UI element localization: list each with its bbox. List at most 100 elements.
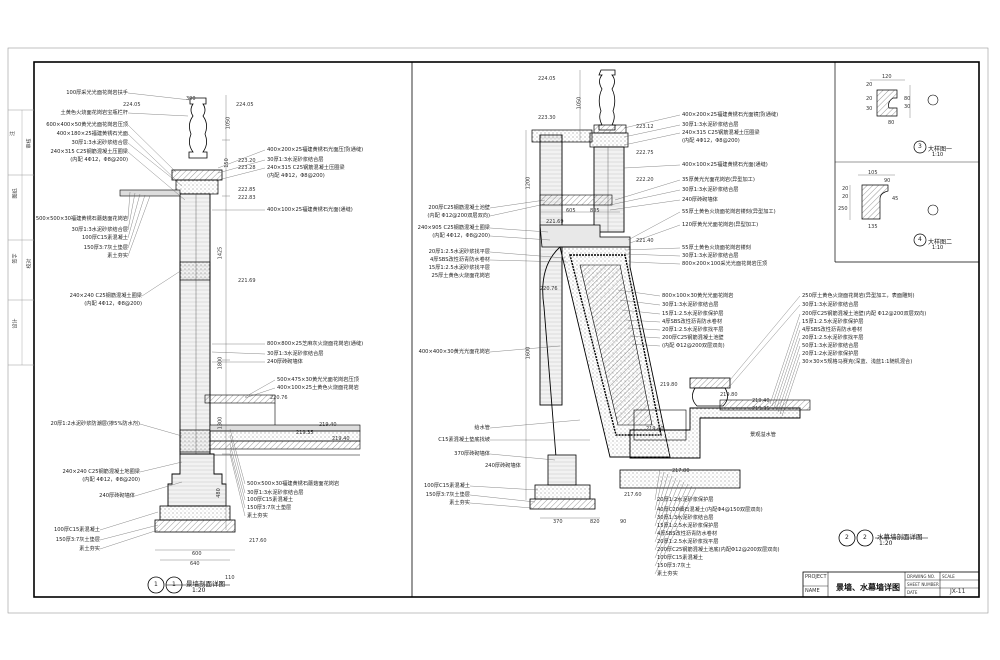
left-elevation: 219.40 [332, 436, 350, 442]
right-mid-note: (内配 4Φ12，Φ8@200) [682, 138, 740, 144]
tb-date-label: DATE [907, 590, 918, 595]
right-mid-note: 800×100×30黄光光面花岗岩 [662, 293, 734, 299]
right-mid-note: 20厚1:2.5水泥砂浆找平层 [662, 327, 724, 333]
right-right-note: 200厚C25钢筋混凝土池壁(内配 Φ12@200双层双向) [802, 311, 927, 317]
left-mid-note: (内配 4Φ12，Φ8@200) [267, 173, 325, 179]
left-dimension: 1800 [217, 356, 224, 370]
left-note: 240×315 C25钢筋混凝土压圈梁 [50, 149, 128, 155]
drain-label: 景观溢水管 [750, 432, 776, 438]
detail2-dimension: 135 [868, 224, 878, 230]
right-left-note: 给水管 [474, 425, 490, 431]
detail2-symbol: 4 [918, 236, 922, 243]
right-title-symbol [838, 529, 928, 547]
right-mid-note: 30厚1:3水泥砂浆结合层 [682, 187, 739, 193]
detail2-dimension: 20 [842, 186, 849, 192]
left-note: 600×400×50黄光光面花岗岩压顶 [46, 122, 128, 128]
left-mid-note: 30厚1:3水泥砂浆结合层 [267, 157, 324, 163]
left-dimension: 640 [190, 561, 200, 567]
right-left-note: 100厚C15素混凝土 [423, 483, 470, 489]
left-mid-note: 800×800×25芝麻灰火烧面花岗岩(通缝) [267, 341, 364, 347]
right-bottom-note: 20厚1:2.5水泥砂浆找平层 [657, 539, 719, 545]
left-note: 素土夯实 [79, 546, 100, 552]
left-mid-note: 500×475×30黄光光面花岗岩压顶 [277, 377, 359, 383]
right-dimension: 1600 [525, 346, 532, 360]
right-mid-note: 30厚1:3水泥砂浆结合层 [682, 253, 739, 259]
left-elevation: 223.20 [238, 158, 256, 164]
right-mid-note: 4厚SBS改性沥青防水卷材 [662, 319, 723, 325]
left-mid-note: 30厚1:3水泥砂浆结合层 [267, 351, 324, 357]
right-left-note: 15厚1:2.5水泥砂浆找平层 [428, 265, 490, 271]
left-note: 240厚砖砌墙体 [99, 493, 135, 499]
right-elevation: 222.75 [636, 150, 654, 156]
tb-sheet-number: JX-11 [950, 588, 966, 595]
left-mid-note: 30厚1:3水泥砂浆结合层 [247, 490, 304, 496]
detail1-scale: 1:10 [932, 152, 944, 158]
left-note: 素土夯实 [107, 253, 128, 259]
left-mid-note: 400×100×25福建黄锈石光面(通缝) [267, 207, 353, 213]
left-note: 240×240 C25钢筋混凝土圈梁 [69, 293, 142, 299]
right-mid-note: 400×200×25福建黄锈石光面镜顶(通缝) [682, 112, 779, 118]
left-note: 150厚3:7灰土垫层 [55, 537, 100, 543]
right-left-note: 20厚1:2.5水泥砂浆找平层 [428, 249, 490, 255]
right-elevation: 223.12 [636, 124, 654, 130]
detail2-dimension: 105 [868, 170, 878, 176]
margin-mark: 注 [10, 130, 17, 137]
right-mid-note: 55厚土黄色火烧面花岗岩镂刻 [682, 245, 751, 251]
right-left-note: 4厚SBS改性沥青防水卷材 [429, 257, 490, 263]
right-elevation: 221.40 [636, 238, 654, 244]
right-right-note: 50厚1:3水泥砂浆结合层 [802, 343, 859, 349]
right-elevation: 219.40 [646, 426, 664, 432]
right-dimension: 370 [553, 519, 563, 525]
right-dimension: 1200 [525, 176, 532, 190]
right-elevation: 217.80 [672, 468, 690, 474]
left-mid-note: 150厚3:7灰土垫层 [247, 505, 292, 511]
right-dimension: 1050 [576, 96, 583, 110]
left-mid-note: 400×100×25土黄色火烧面花岗岩 [277, 385, 359, 391]
left-drawing-scale: 1:20 [192, 587, 206, 594]
right-bottom-note: 20厚1:2水泥砂浆保护层 [657, 497, 714, 503]
outer-border [7, 47, 989, 614]
right-elevation: 217.60 [624, 492, 642, 498]
right-mid-note: 55厚土黄色火烧面花岗岩镂刻(异型加工) [682, 209, 776, 215]
right-mid-note: 240厚砖砌墙体 [682, 197, 718, 203]
right-bottom-note: 40厚C20细石混凝土(内配Φ4@150双层双向) [657, 507, 763, 513]
detail2-dimension: 90 [884, 178, 891, 184]
left-note: 100厚采光光面花岗岩扶手 [66, 90, 128, 96]
left-dimension: 480 [215, 488, 222, 498]
margin-mark: 图纸 [12, 188, 19, 199]
detail1-symbol: 3 [918, 143, 922, 150]
right-left-note: 370厚砖砌墙体 [454, 451, 490, 457]
right-left-note: (内配 4Φ12，Φ8@200) [432, 233, 490, 239]
margin-mark: 校对 [26, 258, 33, 269]
detail1-dimension: 120 [882, 74, 892, 80]
left-dimension: 300 [186, 96, 196, 102]
tb-drawing-title: 景墙、水幕墙详图 [836, 583, 900, 592]
left-dimension: 1300 [217, 416, 224, 430]
right-elevation: 221.69 [546, 219, 564, 225]
left-elevation: 223.28 [238, 165, 256, 171]
left-note: 150厚3:7灰土垫层 [83, 245, 128, 251]
right-mid-note: 30厚1:3水泥砂浆结合层 [682, 122, 739, 128]
right-symbol-num: 2 [845, 534, 849, 541]
right-left-note: 素土夯实 [449, 500, 470, 506]
tb-drawing-label: DRAWING NO. [907, 574, 935, 579]
right-mid-note: 800×200×100采光光面花岗岩压顶 [682, 261, 768, 267]
right-drawing-title: 水幕墙剖面详图 [877, 533, 923, 541]
left-note: 100厚C15素混凝土 [53, 527, 100, 533]
detail-title-symbols [913, 94, 939, 247]
detail1-dimension: 20 [866, 96, 873, 102]
right-bottom-note: 30厚1:3水泥砂浆结合层 [657, 515, 714, 521]
right-mid-note: (内配 Φ12@200双层双向) [662, 343, 725, 349]
left-note: (内配 4Φ12，Φ8@200) [84, 301, 142, 307]
left-elevation: 219.40 [319, 422, 337, 428]
left-elevation: 220.76 [270, 395, 288, 401]
right-left-note: 150厚3:7灰土垫层 [425, 492, 470, 498]
right-mid-note: 240×315 C25钢筋混凝土压圈梁 [682, 130, 760, 136]
right-left-note: 240×905 C25钢筋混凝土圈梁 [417, 225, 490, 231]
right-mid-note: 200厚C25钢筋混凝土池壁 [662, 335, 724, 341]
right-elevation: 220.76 [540, 286, 558, 292]
right-mid-note: 400×100×25福建黄锈石光面(通缝) [682, 162, 768, 168]
right-bottom-note: 150厚3:7灰土 [657, 563, 691, 569]
